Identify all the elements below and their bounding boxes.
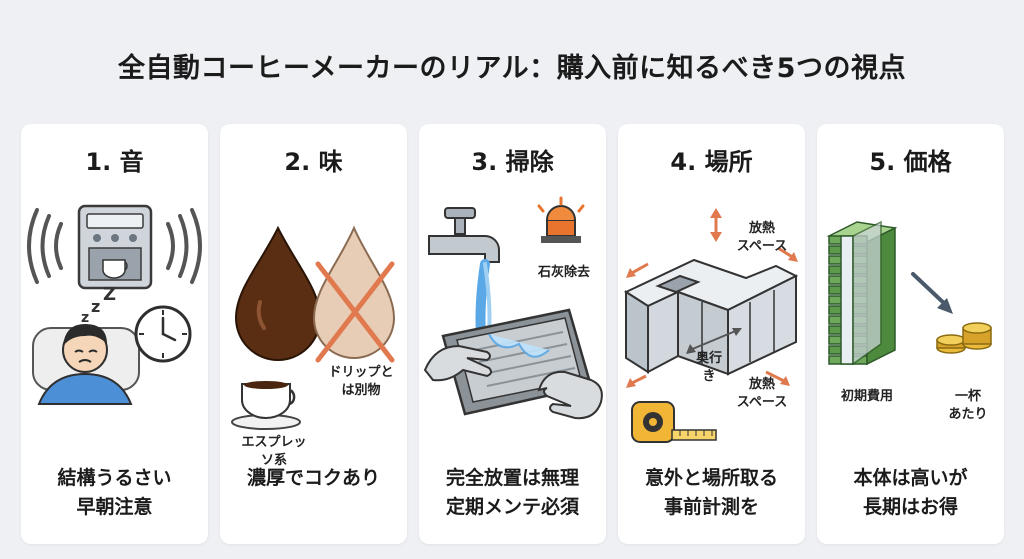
initial-cost-caption: 初期費用 (840, 389, 893, 404)
svg-text:z: z (91, 297, 100, 316)
desc-line: 定期メンテ必須 (445, 495, 579, 518)
card-title: 4. 場所 (670, 148, 753, 176)
card-title: 5. 価格 (869, 148, 952, 176)
card-price: 5. 価格 (817, 124, 1004, 544)
light-drip-drop-icon (312, 225, 396, 359)
price-illustration (817, 194, 1004, 484)
card-taste: 2. 味 エスプレッ ソ系 (220, 124, 407, 544)
gloved-hands-icon (423, 344, 603, 420)
per-cup-caption: 一杯 あたり (948, 389, 988, 422)
kitchen-counter-icon (623, 258, 799, 376)
card-title: 2. 味 (284, 148, 343, 176)
dark-coffee-drop-icon (234, 225, 322, 361)
money-stack-icon (826, 220, 898, 366)
faucet-icon (428, 207, 500, 263)
coins-icon (936, 322, 992, 354)
card-description: 本体は高いが 長期はお得 (817, 464, 1004, 521)
card-description: 結構うるさい 早朝注意 (21, 464, 208, 521)
tape-measure-icon (631, 401, 717, 443)
espresso-cup-icon (231, 381, 301, 430)
drip-caption: ドリップと は別物 (328, 365, 394, 398)
cards-row: 1. 音 z z (21, 124, 1005, 544)
card-title: 1. 音 (85, 148, 144, 176)
desc-line: 事前計測を (663, 495, 759, 518)
down-arrow-icon (911, 272, 953, 314)
taste-illustration (220, 194, 407, 484)
depth-caption: 奥行 き (695, 351, 722, 384)
page-title: 全自動コーヒーメーカーのリアル：購入前に知るべき5つの視点 (118, 53, 906, 84)
espresso-caption: エスプレッ ソ系 (241, 435, 307, 468)
space-illustration (618, 194, 805, 484)
card-title: 3. 掃除 (471, 148, 554, 176)
desc-line: 完全放置は無理 (445, 467, 579, 489)
dimension-arrows-icon (626, 208, 798, 388)
desc-line: 濃厚でコクあり (246, 467, 380, 489)
noisy-coffee-machine-icon: z z Z (27, 204, 202, 405)
card-description: 完全放置は無理 定期メンテ必須 (419, 464, 606, 521)
sound-illustration: z z Z (21, 194, 208, 484)
desc-line: 結構うるさい (57, 467, 172, 489)
desc-line: 早朝注意 (76, 495, 153, 518)
descale-caption: 石灰除去 (537, 265, 590, 280)
heat-space-top-caption: 放熱 スペース (736, 221, 788, 254)
heat-space-bottom-caption: 放熱 スペース (736, 377, 788, 410)
card-description: 濃厚でコクあり (220, 464, 407, 493)
cross-mark-icon (315, 261, 395, 363)
desc-line: 意外と場所取る (644, 467, 778, 489)
card-sound: 1. 音 z z (21, 124, 208, 544)
cleaning-illustration (419, 194, 606, 484)
svg-text:z: z (81, 310, 89, 326)
desc-line: 長期はお得 (862, 495, 958, 518)
svg-text:Z: Z (103, 284, 116, 305)
warning-light-icon (537, 196, 585, 243)
card-description: 意外と場所取る 事前計測を (618, 464, 805, 521)
card-space: 4. 場所 (618, 124, 805, 544)
desc-line: 本体は高いが (853, 467, 968, 489)
card-cleaning: 3. 掃除 (419, 124, 606, 544)
